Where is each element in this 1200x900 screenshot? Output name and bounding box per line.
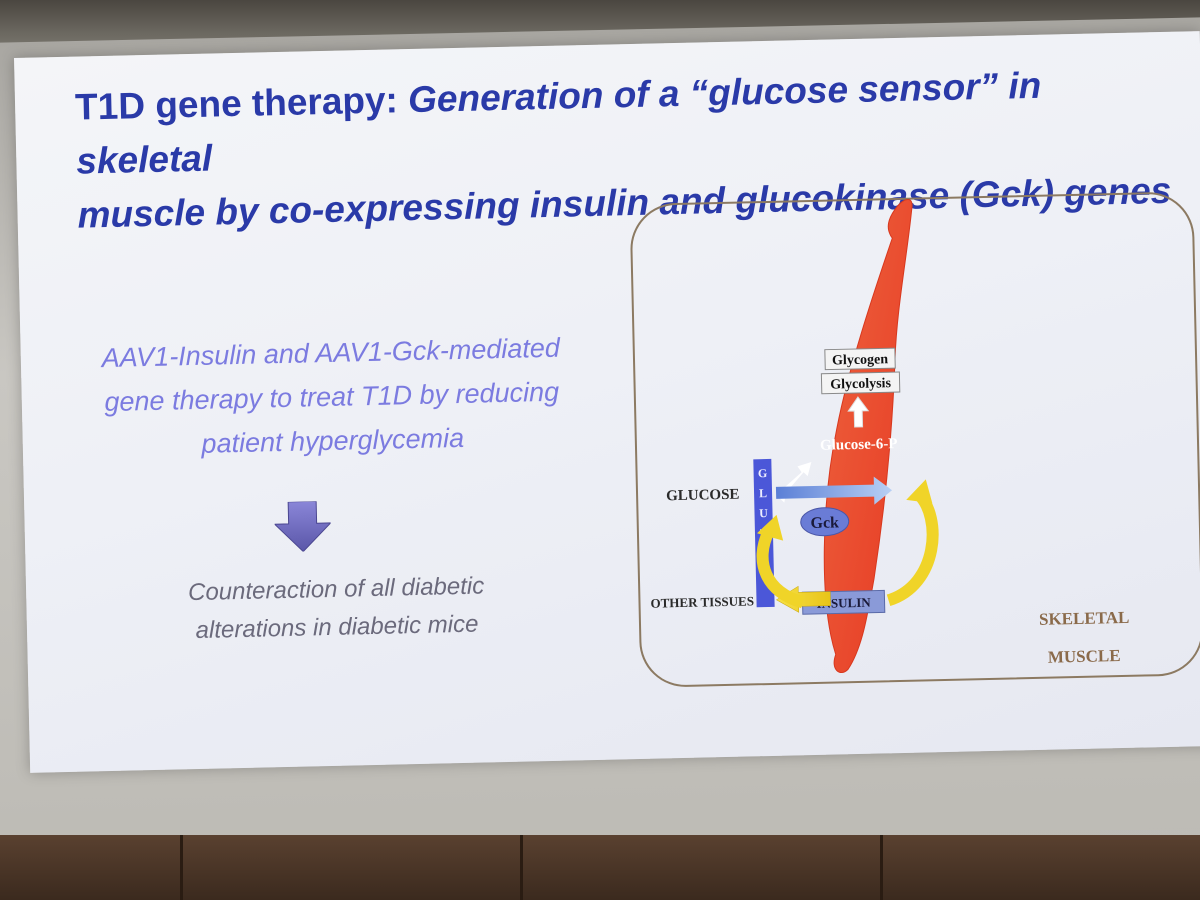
therapy-description: AAV1-Insulin and AAV1-Gck-mediated gene … [60,325,603,469]
glycolysis-label: Glycolysis [830,376,892,392]
other-tissues-label: OTHER TISSUES [650,593,754,610]
glut4-letter: U [759,506,768,520]
glycogen-box [824,347,896,371]
title-prefix: T1D gene therapy: [74,79,409,128]
gck-enzyme [800,507,850,537]
glycolysis-box [820,371,901,395]
floor-plank-line [520,835,523,900]
floor-plank-line [880,835,883,900]
glucose-6-p-label: Glucose-6-P [820,436,898,454]
up-arrow-icon [847,396,870,428]
muscle-label: MUSCLE [1048,646,1121,667]
glycogen-label: Glycogen [832,352,889,368]
floor-plank-line [180,835,183,900]
curved-arrow-right-icon [886,489,939,607]
glucose-label: GLUCOSE [666,487,740,505]
outcome-description: Counteraction of all diabetic alteration… [66,565,608,653]
floor [0,835,1200,900]
curved-arrow-left-head [756,514,784,541]
glucose-sensor-diagram: Glycogen Glycolysis Glucose-6-P G L U T … [650,199,1130,674]
presentation-slide: T1D gene therapy: Generation of a “gluco… [14,31,1200,773]
glucose-arrow-icon [775,476,893,505]
curved-arrow-left-icon [756,528,805,609]
skeletal-label: SKELETAL [1039,608,1130,629]
glut4-letter: G [758,466,768,480]
down-arrow-icon [274,500,332,553]
curved-arrow-right-head [906,479,933,504]
gck-label: Gck [810,514,839,532]
glut4-letter: L [759,486,767,500]
